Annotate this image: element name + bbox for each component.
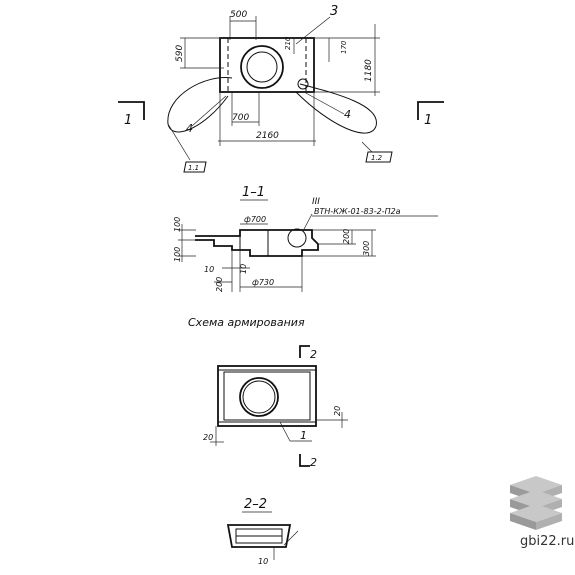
section-1-1-dim-10-mid: 10 [239,264,248,274]
plan-small-hole [297,78,309,90]
plan-slab-outline [219,37,315,93]
section-1-1-dim-100-bottom: 100 [173,247,182,262]
scheme-cut-top-label: 2 [310,348,317,361]
section-2-2-leader [283,530,299,546]
section-1-1-dim-d700: ф700 [244,215,266,224]
plan-opening-inner [246,51,278,83]
plan-tag-left-leader [167,123,191,161]
scheme-callout-1-leader [279,421,291,442]
scheme-cut-bottom-marker [299,454,310,467]
plan-tag-right-label: 1.2 [371,154,383,162]
plan-loop-right [295,83,377,134]
plan-callout-3: 3 [330,4,338,19]
plan-view: 500 590 210 3 170 1180 700 2160 4 [118,4,444,173]
scheme-opening-ring [242,380,276,414]
plan-dim-1180-label: 1180 [364,59,374,82]
scheme-cut-top-marker [299,345,310,358]
plan-dim-170-label: 170 [340,40,348,54]
plan-dim-700-label: 700 [232,113,249,123]
scheme-callout-1: 1 [300,429,307,442]
plan-cut-right-label: 1 [424,113,432,128]
scheme-cut-bottom-label: 2 [310,456,317,469]
plan-dim-590-label: 590 [175,45,185,62]
section-1-1-dim-100-top: 100 [173,217,182,232]
section-2-2: 2–2 10 [226,497,299,566]
plan-tag-right-box [365,151,393,163]
section-1-1-ref-code: ВТН-КЖ-01-83-2-П2а [314,207,401,216]
plan-loop-left [167,77,233,133]
section-2-2-title: 2–2 [244,497,267,512]
plan-dim-2160-label: 2160 [256,131,279,141]
plan-opening-circle [240,45,284,89]
scheme-opening-circle [239,377,279,417]
watermark-text: gbi22.ru [520,534,575,549]
section-1-1: 1–1 III ВТН-КЖ-01-83-2-П2а 100 100 ф700 … [173,185,438,292]
section-2-2-dim-10: 10 [258,557,268,566]
section-1-1-ref-leader [302,213,313,232]
plan-cut-left-marker [118,101,145,120]
section-1-1-dim-d730: ф730 [252,278,274,287]
section-1-1-ref-circle [287,228,307,248]
scheme-title: Схема армирования [188,316,305,329]
scheme-dim-20-right: 20 [333,406,342,416]
plan-callout-4-right-leader [303,91,345,115]
plan-cut-right-marker [417,101,444,120]
scheme-dim-20-left: 20 [203,433,213,442]
section-2-2-outline [226,524,292,548]
reinforcement-scheme: Схема армирования 2 20 20 1 2 [188,316,348,469]
section-1-1-title: 1–1 [242,185,265,200]
section-1-1-dim-200-right: 200 [342,229,351,244]
plan-callout-4-left: 4 [186,122,193,135]
plan-tag-left-box [183,161,207,173]
plan-tag-left-label: 1.1 [188,164,199,172]
scheme-inner-frame [223,371,311,421]
section-1-1-ref-marker: III [312,197,320,207]
plan-callout-4-right: 4 [344,108,351,121]
section-1-1-slab-profile [195,229,319,257]
plan-cut-left-label: 1 [124,113,132,128]
watermark-logo-icon [510,476,562,530]
scheme-outer-frame [217,365,317,427]
section-1-1-dim-200-bottom: 200 [215,277,224,292]
section-1-1-dim-10-left: 10 [204,265,214,274]
plan-dim-210-label: 210 [284,36,292,50]
plan-callout-3-leader [295,16,331,45]
plan-callout-4-left-leader [191,95,227,127]
section-1-1-dim-300-right: 300 [362,241,371,256]
plan-dim-500-label: 500 [230,10,247,20]
plan-tag-right-leader [361,141,373,153]
